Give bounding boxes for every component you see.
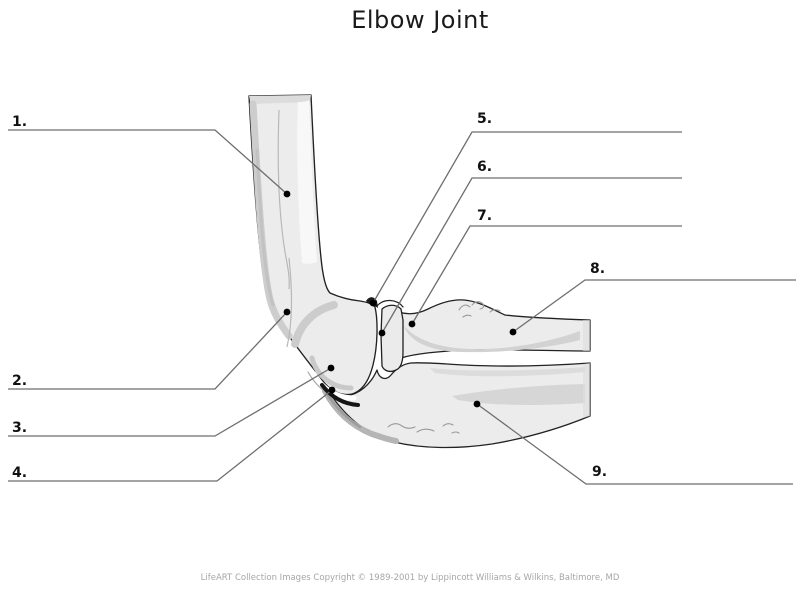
- annular-ligament-cap: [376, 299, 404, 308]
- trochlea-inner-shade: [309, 355, 354, 391]
- answer-blank-line-9[interactable]: [476, 403, 793, 485]
- answer-blank-line-4[interactable]: [8, 389, 333, 482]
- pointer-dot-5: [369, 299, 377, 307]
- pointer-dot-7: [408, 320, 416, 328]
- copyright-text: LifeART Collection Images Copyright © 19…: [200, 573, 620, 583]
- humerus-bone: [248, 94, 378, 396]
- label-number-3: 3.: [12, 420, 27, 436]
- label-number-4: 4.: [12, 465, 27, 481]
- ulna-bone: [317, 362, 591, 449]
- radius-shading: [404, 326, 580, 353]
- label-number-1: 1.: [12, 114, 27, 130]
- label-group-7: 7.: [408, 208, 682, 328]
- condyle-shading-arc: [291, 301, 338, 348]
- answer-blank-line-6[interactable]: [381, 177, 682, 334]
- label-number-5: 5.: [477, 111, 492, 127]
- pointer-dot-2: [283, 308, 291, 316]
- humerus-top-cut-shade: [249, 95, 311, 104]
- leader-lines-layer: 1. 2. 3. 4. 5. 6. 7. 8. 9.: [8, 111, 796, 485]
- ulna-texture-marks: [387, 423, 460, 434]
- humerus-right-highlight: [297, 100, 317, 264]
- humerus-interior-lines: [277, 109, 293, 348]
- label-group-1: 1.: [8, 114, 291, 198]
- label-number-7: 7.: [477, 208, 492, 224]
- answer-blank-line-2[interactable]: [8, 311, 288, 390]
- label-group-4: 4.: [8, 386, 336, 482]
- humerus-left-shading-dark: [255, 148, 275, 307]
- page-title: Elbow Joint: [351, 6, 489, 34]
- radius-texture-marks: [458, 301, 501, 318]
- ulna-end-shade: [583, 363, 590, 418]
- answer-blank-line-8[interactable]: [512, 279, 796, 333]
- answer-blank-line-7[interactable]: [411, 225, 682, 325]
- pointer-dot-3: [327, 364, 335, 372]
- label-number-8: 8.: [590, 261, 605, 277]
- label-group-5: 5.: [369, 111, 682, 307]
- label-group-3: 3.: [8, 364, 335, 437]
- answer-blank-line-5[interactable]: [372, 131, 682, 304]
- label-group-2: 2.: [8, 308, 291, 390]
- label-number-9: 9.: [592, 464, 607, 480]
- radial-head-band: [380, 304, 404, 373]
- radius-bone: [398, 299, 591, 359]
- radius-end-shade: [583, 320, 590, 351]
- label-number-2: 2.: [12, 373, 27, 389]
- label-group-9: 9.: [473, 400, 793, 485]
- label-number-6: 6.: [477, 159, 492, 175]
- pointer-dot-9: [473, 400, 481, 408]
- notch-dark-shadow: [320, 383, 360, 407]
- label-group-8: 8.: [509, 261, 796, 336]
- answer-blank-line-1[interactable]: [8, 129, 288, 195]
- answer-blank-line-3[interactable]: [8, 367, 332, 437]
- ulna-mid-shading: [452, 384, 585, 405]
- label-group-6: 6.: [378, 159, 682, 337]
- pointer-dot-8: [509, 328, 517, 336]
- pointer-dot-1: [283, 190, 291, 198]
- pointer-dot-6: [378, 329, 386, 337]
- ulna-upper-shadow: [430, 367, 585, 377]
- pointer-dot-4: [328, 386, 336, 394]
